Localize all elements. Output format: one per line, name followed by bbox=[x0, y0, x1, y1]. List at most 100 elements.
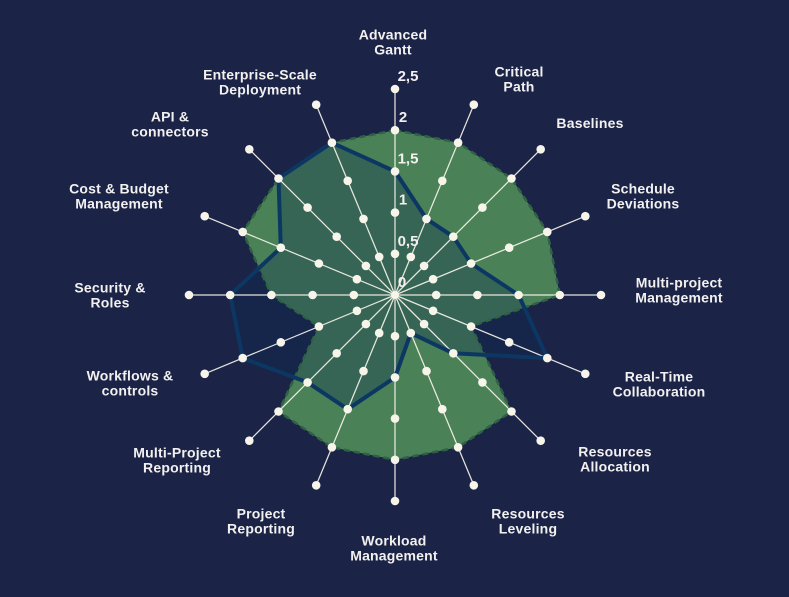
tick-dot bbox=[469, 100, 479, 109]
axis-spoke bbox=[394, 215, 586, 296]
tick-dot bbox=[390, 249, 400, 259]
tick-dot bbox=[311, 481, 321, 490]
tick-dot bbox=[428, 274, 438, 284]
tick-dot bbox=[406, 328, 416, 338]
tick-dot bbox=[332, 349, 342, 358]
tick-dot bbox=[274, 407, 283, 416]
tick-dot bbox=[308, 290, 317, 300]
tick-dot bbox=[314, 259, 324, 268]
tick-dot bbox=[343, 176, 353, 186]
axis-label-baselines: Baselines bbox=[556, 115, 623, 131]
tick-dot bbox=[507, 407, 516, 416]
tick-dot bbox=[390, 373, 400, 382]
tick-dot bbox=[390, 167, 400, 176]
tick-dot bbox=[390, 208, 400, 217]
axis-spoke bbox=[204, 215, 396, 296]
tick-dot bbox=[466, 322, 476, 331]
tick-dot bbox=[453, 138, 463, 147]
tick-dot bbox=[514, 290, 523, 300]
axis-spoke bbox=[248, 294, 396, 442]
tick-dot bbox=[536, 436, 545, 446]
tick-dot bbox=[359, 214, 368, 224]
axis-spoke bbox=[394, 294, 475, 486]
axis-label-api-connectors: API &connectors bbox=[131, 109, 208, 140]
tick-label: 2,5 bbox=[398, 68, 419, 85]
tick-dot bbox=[596, 290, 606, 300]
tick-dot bbox=[314, 322, 324, 331]
tick-dot bbox=[555, 290, 565, 300]
tick-dot bbox=[327, 138, 337, 147]
tick-dot bbox=[504, 338, 514, 347]
tick-dot bbox=[245, 436, 254, 446]
tick-dot bbox=[361, 261, 371, 271]
tick-dot bbox=[419, 261, 429, 271]
axis-spoke bbox=[394, 148, 542, 296]
tick-dot bbox=[449, 349, 458, 358]
tick-dot bbox=[343, 404, 353, 414]
axis-spokes bbox=[189, 89, 601, 501]
tick-labels: 00,511,522,5 bbox=[398, 68, 419, 291]
tick-dot bbox=[507, 174, 516, 183]
center-dot bbox=[391, 291, 399, 299]
tick-dot bbox=[419, 319, 429, 329]
axis-label-security-roles: Security &Roles bbox=[74, 280, 145, 311]
tick-dot bbox=[303, 203, 312, 212]
tick-dot bbox=[303, 378, 312, 387]
tick-dot bbox=[184, 290, 194, 300]
tick-dot bbox=[390, 414, 400, 423]
axis-label-workflows-controls: Workflows &controls bbox=[87, 368, 174, 399]
tick-dot bbox=[422, 366, 431, 376]
axis-spoke bbox=[394, 104, 475, 296]
tick-dot bbox=[453, 443, 463, 452]
tick-dot bbox=[543, 227, 552, 237]
tick-dot bbox=[438, 176, 447, 186]
axis-spoke bbox=[394, 294, 542, 442]
tick-dot bbox=[438, 404, 447, 414]
tick-dot bbox=[390, 455, 400, 465]
tick-dot bbox=[274, 174, 283, 183]
tick-dot bbox=[245, 145, 254, 154]
tick-dot bbox=[406, 252, 416, 262]
tick-label: 1,5 bbox=[398, 150, 419, 167]
axis-spoke bbox=[204, 294, 396, 375]
tick-label: 2 bbox=[399, 109, 407, 126]
tick-dot bbox=[422, 214, 431, 224]
tick-dot bbox=[311, 100, 321, 109]
tick-dot bbox=[361, 319, 371, 329]
axis-spoke bbox=[315, 294, 396, 486]
tick-dot bbox=[390, 496, 400, 506]
tick-dot bbox=[238, 227, 247, 237]
tick-dot bbox=[473, 290, 482, 300]
tick-dot bbox=[466, 259, 476, 268]
tick-label: 0 bbox=[398, 274, 406, 291]
tick-dot bbox=[449, 232, 458, 241]
tick-dot bbox=[431, 290, 441, 300]
tick-dot bbox=[504, 243, 514, 252]
tick-dot bbox=[478, 203, 487, 212]
tick-dot bbox=[327, 443, 337, 452]
axis-spoke bbox=[315, 104, 396, 296]
tick-dot bbox=[276, 243, 286, 252]
tick-dot bbox=[200, 369, 209, 379]
tick-dot bbox=[469, 481, 479, 490]
axis-spoke bbox=[394, 294, 586, 375]
tick-dot bbox=[428, 306, 438, 316]
tick-dot bbox=[390, 331, 400, 341]
tick-dot bbox=[276, 338, 286, 347]
tick-dot bbox=[352, 274, 362, 284]
tick-dot bbox=[543, 353, 552, 363]
tick-dot bbox=[581, 211, 590, 221]
